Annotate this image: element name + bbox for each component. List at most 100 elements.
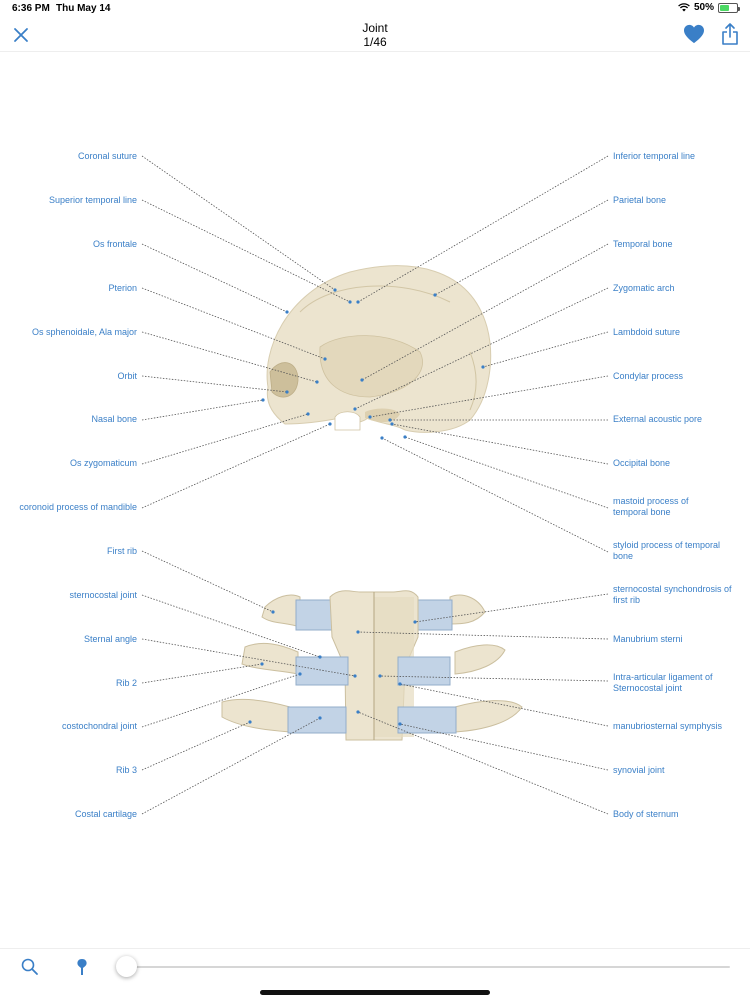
label-zygomatic-arch[interactable]: Zygomatic arch <box>613 283 675 293</box>
sternum-illustration <box>221 590 523 741</box>
leader-line <box>357 711 609 815</box>
label-styloid-process[interactable]: styloid process of temporal bone <box>613 540 721 561</box>
skull-illustration <box>266 265 492 433</box>
leader-line <box>141 663 263 684</box>
label-parietal-bone[interactable]: Parietal bone <box>613 195 667 205</box>
leader-line <box>357 631 609 640</box>
label-body-of-sternum[interactable]: Body of sternum <box>613 809 679 819</box>
label-coronal-suture[interactable]: Coronal suture <box>77 151 137 161</box>
leader-dot <box>356 710 360 714</box>
label-lambdoid-suture[interactable]: Lambdoid suture <box>613 327 681 337</box>
label-external-acoustic-pore[interactable]: External acoustic pore <box>613 414 703 424</box>
leader-dot <box>271 610 275 614</box>
status-date: Thu May 14 <box>56 3 111 14</box>
label-sternal-angle[interactable]: Sternal angle <box>83 634 137 644</box>
leader-line <box>391 423 609 465</box>
label-os-zygomaticum[interactable]: Os zygomaticum <box>69 458 137 468</box>
leader-line <box>141 375 288 393</box>
search-icon[interactable] <box>20 957 40 977</box>
label-costal-cartilage[interactable]: Costal cartilage <box>74 809 137 819</box>
page-counter: 1/46 <box>363 35 387 49</box>
label-intra-articular-ligament[interactable]: Intra-articular ligament of Sternocostal… <box>613 672 713 693</box>
leader-dot <box>360 378 364 382</box>
label-rib-3[interactable]: Rib 3 <box>115 765 137 775</box>
page-title: Joint <box>362 21 388 35</box>
leader-dot <box>318 655 322 659</box>
label-condylar-process[interactable]: Condylar process <box>613 371 684 381</box>
leader-line <box>141 155 336 291</box>
leader-line <box>361 243 609 381</box>
leader-dot <box>248 720 252 724</box>
status-bar: 6:36 PM Thu May 14 50% <box>0 0 750 18</box>
label-first-rib[interactable]: First rib <box>107 546 137 556</box>
label-superior-temporal-line[interactable]: Superior temporal line <box>48 195 137 205</box>
slider-thumb[interactable] <box>116 956 137 977</box>
label-synovial-joint[interactable]: synovial joint <box>613 765 665 775</box>
label-inferior-temporal-line[interactable]: Inferior temporal line <box>613 151 696 161</box>
leader-dot <box>398 722 402 726</box>
leader-line <box>414 593 609 623</box>
leader-dot <box>306 412 310 416</box>
leader-dot <box>348 300 352 304</box>
nav-bar: Joint 1/46 <box>0 18 750 52</box>
leader-line <box>357 155 609 303</box>
leader-line <box>141 243 288 313</box>
leader-dot <box>356 300 360 304</box>
anatomy-figure <box>141 155 609 815</box>
leader-line <box>399 723 609 771</box>
wifi-icon <box>678 3 690 12</box>
label-os-sphenoidale[interactable]: Os sphenoidale, Ala major <box>31 327 137 337</box>
leader-line <box>434 199 609 296</box>
leader-line <box>482 331 609 368</box>
leader-line <box>141 399 264 421</box>
share-icon[interactable] <box>720 22 740 46</box>
label-mastoid-process[interactable]: mastoid process of temporal bone <box>613 496 689 517</box>
status-time: 6:36 PM <box>12 3 50 14</box>
leader-dot <box>378 674 382 678</box>
leader-dot <box>403 435 407 439</box>
slider-track[interactable] <box>128 966 730 968</box>
label-manubrium-sterni[interactable]: Manubrium sterni <box>613 634 683 644</box>
leader-lines <box>141 155 609 815</box>
leader-line <box>141 413 309 465</box>
leader-line <box>141 638 356 677</box>
label-coronoid-process[interactable]: coronoid process of mandible <box>19 502 137 512</box>
label-rib-2[interactable]: Rib 2 <box>115 678 137 688</box>
label-sternocostal-synchondrosis[interactable]: sternocostal synchondrosis of first rib <box>613 584 732 605</box>
label-pterion[interactable]: Pterion <box>108 283 137 293</box>
leader-dot <box>398 682 402 686</box>
leader-line <box>379 675 609 682</box>
leader-dot <box>388 418 392 422</box>
label-occipital-bone[interactable]: Occipital bone <box>613 458 671 468</box>
label-orbit[interactable]: Orbit <box>117 371 137 381</box>
leader-line <box>399 683 609 727</box>
leader-dot <box>353 407 357 411</box>
leader-line <box>141 199 351 303</box>
leader-line <box>381 437 609 553</box>
leader-dot <box>285 390 289 394</box>
heart-icon[interactable] <box>683 24 705 44</box>
leader-dot <box>380 436 384 440</box>
leader-dot <box>318 716 322 720</box>
label-os-frontale[interactable]: Os frontale <box>92 239 137 249</box>
label-temporal-bone[interactable]: Temporal bone <box>613 239 673 249</box>
leader-line <box>141 594 321 658</box>
leader-line <box>141 721 251 771</box>
label-manubriosternal-symphysis[interactable]: manubriosternal symphysis <box>613 721 723 731</box>
label-nasal-bone[interactable]: Nasal bone <box>91 414 137 424</box>
leader-dot <box>260 662 264 666</box>
leader-dot <box>390 422 394 426</box>
leader-dot <box>285 310 289 314</box>
leader-dot <box>261 398 265 402</box>
label-costochondral-joint[interactable]: costochondral joint <box>61 721 137 731</box>
leader-dot <box>353 674 357 678</box>
home-indicator <box>260 990 490 995</box>
leader-dot <box>298 672 302 676</box>
pin-icon[interactable] <box>72 957 92 977</box>
leader-line <box>404 436 609 509</box>
label-sternocostal-joint[interactable]: sternocostal joint <box>69 590 137 600</box>
leader-line <box>141 331 318 383</box>
anatomy-canvas[interactable]: Coronal suture Superior temporal line Os… <box>0 52 750 947</box>
close-icon[interactable] <box>10 24 32 46</box>
leader-dot <box>368 415 372 419</box>
